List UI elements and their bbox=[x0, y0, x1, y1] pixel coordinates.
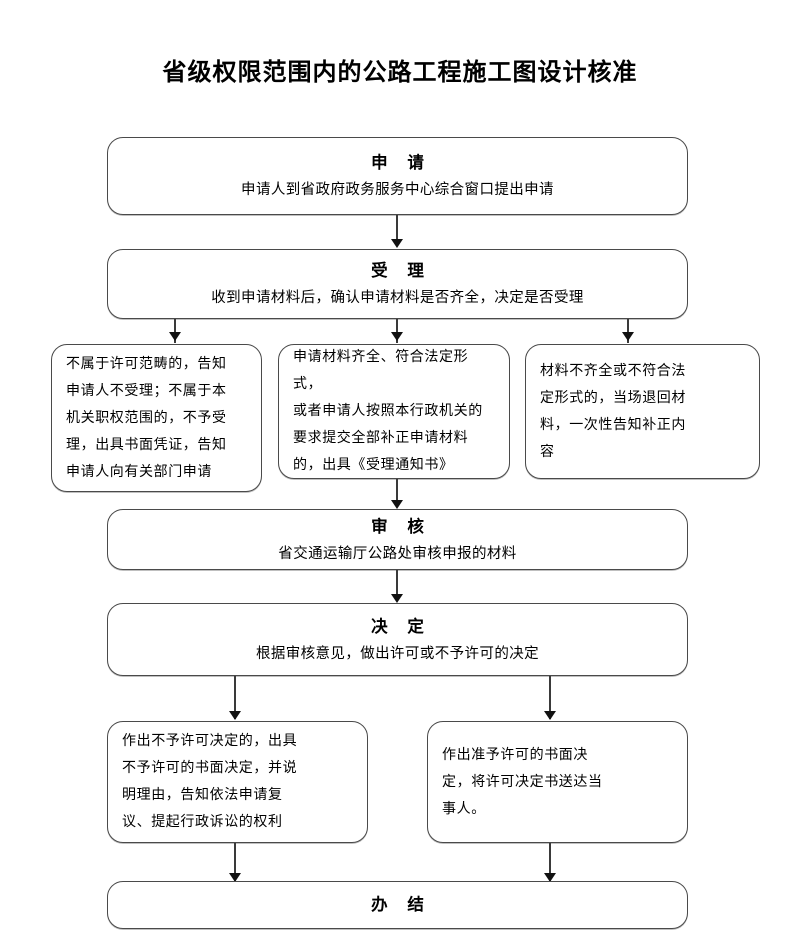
connector-accept-mid bbox=[396, 319, 398, 343]
arrowhead-decide-grant bbox=[544, 711, 556, 720]
node-result-grant: 作出准予许可的书面决 定，将许可决定书送达当 事人。 bbox=[427, 721, 688, 843]
node-review-body: 省交通运输厅公路处审核申报的材料 bbox=[278, 545, 517, 562]
node-branch-right: 材料不齐全或不符合法 定形式的，当场退回材 料，一次性告知补正内 容 bbox=[525, 344, 760, 479]
node-branch-left: 不属于许可范畴的，告知 申请人不受理；不属于本 机关职权范围的，不予受 理，出具… bbox=[51, 344, 262, 492]
connector-review-decide bbox=[396, 570, 398, 600]
page-title: 省级权限范围内的公路工程施工图设计核准 bbox=[162, 58, 638, 86]
node-branch-left-line-5: 申请人向有关部门申请 bbox=[66, 463, 212, 480]
arrowhead-grant-finish bbox=[544, 873, 556, 882]
node-branch-mid: 申请材料齐全、符合法定形式， 或者申请人按照本行政机关的 要求提交全部补正申请材… bbox=[278, 344, 510, 479]
connector-accept-right bbox=[627, 319, 629, 343]
node-result-refuse: 作出不予许可决定的，出具 不予许可的书面决定，并说 明理由，告知依法申请复 议、… bbox=[107, 721, 368, 843]
node-decide-body: 根据审核意见，做出许可或不予许可的决定 bbox=[255, 645, 540, 662]
node-branch-left-line-4: 理，出具书面凭证，告知 bbox=[66, 436, 227, 453]
connector-branch-review bbox=[396, 479, 398, 506]
connector-decide-grant bbox=[549, 676, 551, 719]
connector-decide-refuse bbox=[234, 676, 236, 719]
node-decide-heading: 决 定 bbox=[371, 616, 431, 636]
node-result-grant-line-3: 事人。 bbox=[442, 800, 486, 817]
node-branch-right-line-2: 定形式的，当场退回材 bbox=[540, 389, 686, 406]
node-branch-mid-line-4: 的，出具《受理通知书》 bbox=[293, 457, 454, 473]
node-review: 审 核 省交通运输厅公路处审核申报的材料 bbox=[107, 509, 688, 570]
node-branch-left-line-3: 机关职权范围的，不予受 bbox=[66, 409, 227, 426]
node-result-refuse-line-3: 明理由，告知依法申请复 bbox=[122, 787, 283, 803]
node-branch-mid-line-1: 申请材料齐全、符合法定形式， bbox=[293, 349, 469, 392]
node-review-heading: 审 核 bbox=[371, 516, 431, 536]
node-branch-left-line-1: 不属于许可范畴的，告知 bbox=[66, 355, 227, 372]
node-finish: 办 结 bbox=[107, 881, 688, 929]
node-accept-heading: 受 理 bbox=[371, 261, 431, 280]
node-apply-body: 申请人到省政府政务服务中心综合窗口提出申请 bbox=[241, 182, 554, 198]
arrowhead-accept-left bbox=[169, 332, 181, 341]
arrowhead-refuse-finish bbox=[229, 873, 241, 882]
node-result-grant-line-1: 作出准予许可的书面决 bbox=[442, 746, 588, 763]
connector-refuse-finish bbox=[234, 843, 236, 883]
connector-grant-finish bbox=[549, 843, 551, 883]
node-accept: 受 理 收到申请材料后，确认申请材料是否齐全，决定是否受理 bbox=[107, 249, 688, 319]
arrowhead-review-decide bbox=[391, 594, 403, 603]
node-result-refuse-line-4: 议、提起行政诉讼的权利 bbox=[122, 814, 283, 830]
node-result-refuse-line-1: 作出不予许可决定的，出具 bbox=[122, 733, 298, 749]
node-result-refuse-line-2: 不予许可的书面决定，并说 bbox=[122, 760, 298, 776]
node-branch-left-line-2: 申请人不受理；不属于本 bbox=[66, 382, 227, 399]
node-finish-heading: 办 结 bbox=[371, 895, 431, 914]
node-branch-right-line-4: 容 bbox=[540, 443, 555, 460]
node-branch-right-line-3: 料，一次性告知补正内 bbox=[540, 416, 686, 433]
node-decide: 决 定 根据审核意见，做出许可或不予许可的决定 bbox=[107, 603, 688, 676]
node-apply-heading: 申 请 bbox=[371, 153, 431, 172]
node-branch-mid-line-2: 或者申请人按照本行政机关的 bbox=[293, 403, 483, 419]
node-apply: 申 请 申请人到省政府政务服务中心综合窗口提出申请 bbox=[107, 137, 688, 215]
connector-apply-accept bbox=[396, 215, 398, 241]
node-result-grant-line-2: 定，将许可决定书送达当 bbox=[442, 773, 603, 790]
arrowhead-branch-review bbox=[391, 500, 403, 509]
node-accept-body: 收到申请材料后，确认申请材料是否齐全，决定是否受理 bbox=[211, 290, 584, 306]
arrowhead-accept-mid bbox=[391, 332, 403, 341]
arrowhead-accept-right bbox=[622, 332, 634, 341]
node-branch-right-line-1: 材料不齐全或不符合法 bbox=[540, 362, 686, 379]
arrowhead-decide-refuse bbox=[229, 711, 241, 720]
arrowhead-apply-accept bbox=[391, 239, 403, 248]
connector-accept-left bbox=[174, 319, 176, 343]
node-branch-mid-line-3: 要求提交全部补正申请材料 bbox=[293, 430, 469, 446]
